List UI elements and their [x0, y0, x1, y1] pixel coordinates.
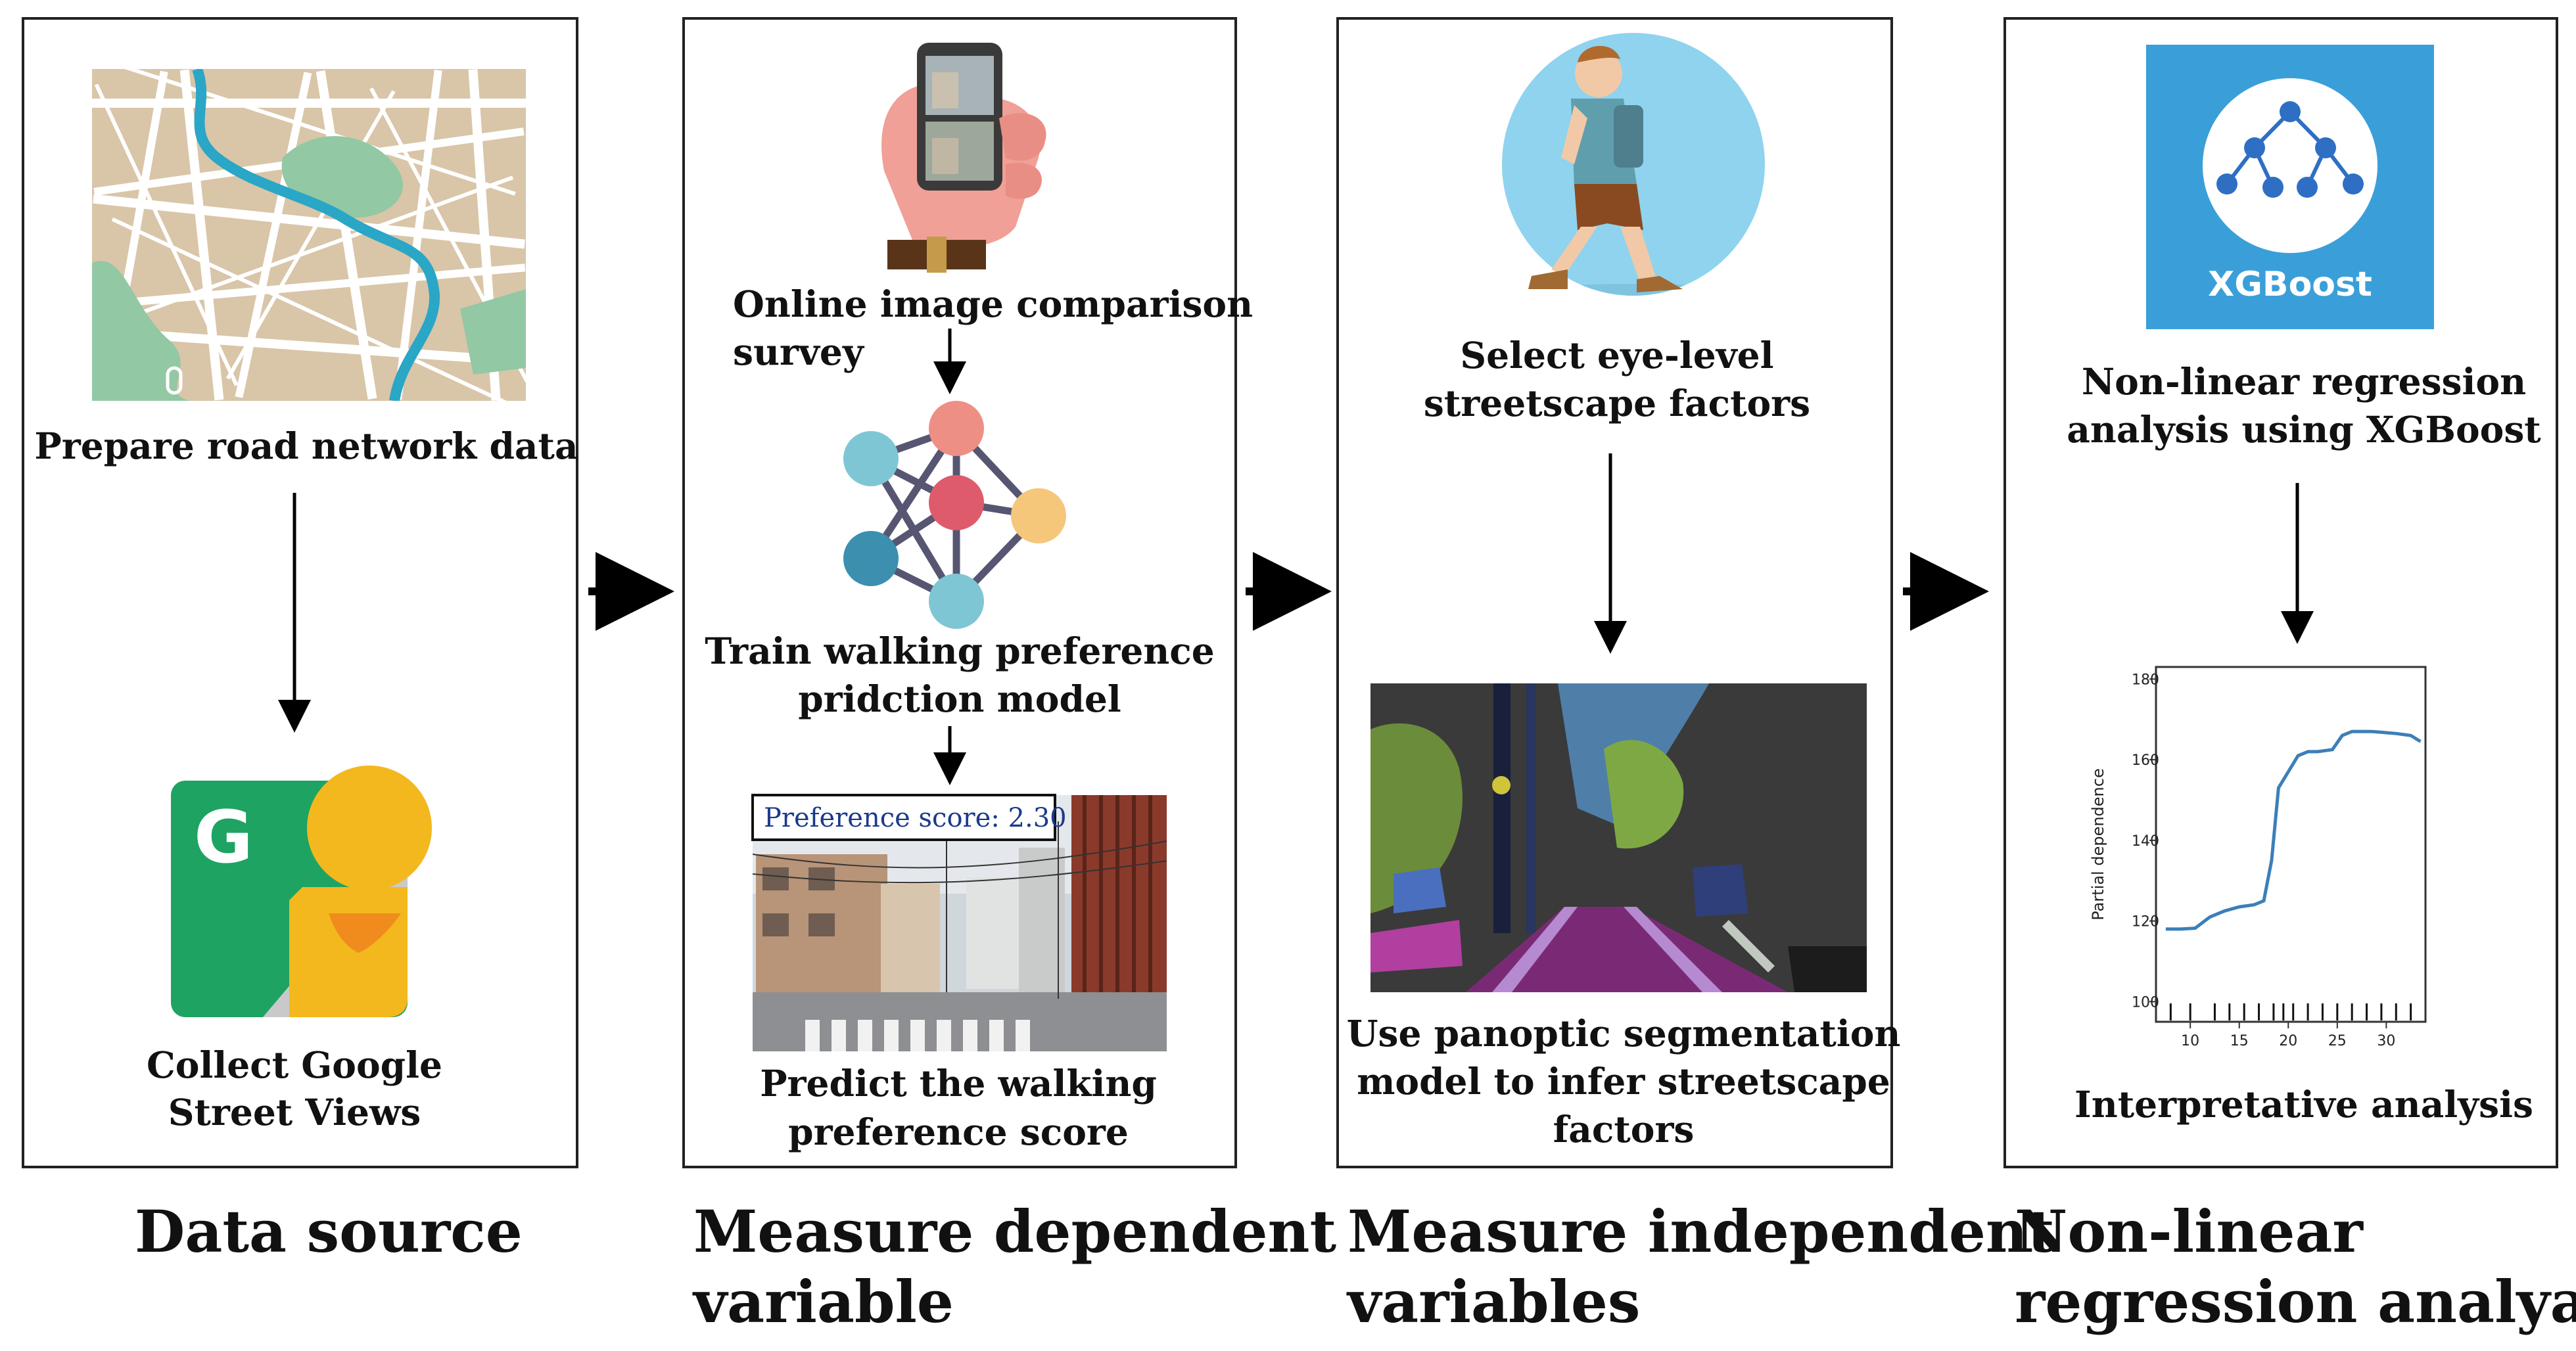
caption-measure-independent-2: variables — [1346, 1268, 1640, 1336]
nn-node — [843, 531, 899, 586]
neural-network-icon — [843, 401, 1066, 629]
y-tick-label: 140 — [2132, 833, 2159, 850]
nn-node — [929, 475, 984, 530]
y-tick-label: 180 — [2132, 672, 2159, 688]
panel-nonlinear-regression — [2003, 17, 2558, 1168]
x-tick-label: 30 — [2377, 1033, 2395, 1049]
partial-dependence-plot: Partial dependence 100 120 140 160 180 10 15 2… — [2089, 666, 2427, 1049]
step-select-factors: Select eye-level — [1460, 334, 1773, 377]
step-use-panoptic: Use panoptic segmentation — [1347, 1012, 1901, 1055]
step-factors: factors — [1553, 1108, 1695, 1151]
plot-frame — [2155, 666, 2427, 1023]
preference-score-box — [751, 794, 1056, 841]
step-interpretative-analysis: Interpretative analysis — [2074, 1083, 2533, 1126]
google-g-letter: G — [194, 795, 253, 879]
x-tick-label: 15 — [2230, 1033, 2249, 1049]
caption-measure-dependent-1: Measure dependent — [693, 1197, 1336, 1266]
panel-data-source — [22, 17, 578, 1168]
step-survey: survey — [733, 331, 865, 373]
caption-measure-independent-1: Measure independent — [1347, 1197, 2055, 1266]
step-prepare-road-network: Prepare road network data — [34, 424, 578, 467]
step-prediction-model: pridction model — [798, 677, 1121, 720]
y-tick-label: 160 — [2132, 752, 2159, 769]
nn-node — [929, 401, 984, 456]
nn-node — [843, 431, 899, 486]
step-nonlinear-regression: Non-linear regression — [2082, 360, 2526, 403]
step-collect-google: Collect Google — [147, 1043, 442, 1086]
y-tick-label: 100 — [2132, 994, 2159, 1011]
road-map-image — [92, 69, 526, 401]
step-preference-score: preference score — [788, 1111, 1129, 1153]
step-street-views: Street Views — [168, 1091, 421, 1133]
x-tick-label: 10 — [2181, 1033, 2199, 1049]
walking-person-icon — [1502, 33, 1765, 296]
y-tick-label: 120 — [2132, 914, 2159, 930]
xgboost-logo: XGBoost — [2146, 45, 2434, 329]
caption-nonlinear-2: regression analyais — [2015, 1268, 2576, 1336]
x-tick-label: 20 — [2279, 1033, 2297, 1049]
x-tick-label: 25 — [2328, 1033, 2347, 1049]
step-predict-walking: Predict the walking — [760, 1062, 1157, 1105]
nn-node — [929, 574, 984, 629]
step-analysis-xgboost: analysis using XGBoost — [2067, 408, 2541, 451]
step-online-survey: Online image comparison — [733, 283, 1253, 325]
y-axis-label: Partial dependence — [2089, 768, 2107, 920]
segmentation-image — [1370, 683, 1867, 992]
step-model-infer: model to infer streetscape — [1357, 1060, 1890, 1103]
caption-data-source: Data source — [135, 1197, 523, 1266]
step-train-model: Train walking preference — [705, 630, 1215, 672]
partial-dependence-line — [2165, 729, 2422, 931]
step-streetscape-factors: streetscape factors — [1424, 382, 1810, 424]
caption-nonlinear-1: Non-linear — [2015, 1197, 2364, 1266]
google-street-view-icon: G — [171, 766, 432, 1017]
nn-node — [1011, 488, 1066, 543]
caption-measure-dependent-2: variable — [692, 1268, 954, 1336]
panel-measure-dependent — [682, 17, 1237, 1168]
panel-measure-independent — [1336, 17, 1893, 1168]
phone-hand-icon — [881, 43, 1046, 273]
preference-score-label: Preference score: 2.30 — [764, 803, 1067, 833]
xgboost-logo-text: XGBoost — [2208, 265, 2372, 304]
